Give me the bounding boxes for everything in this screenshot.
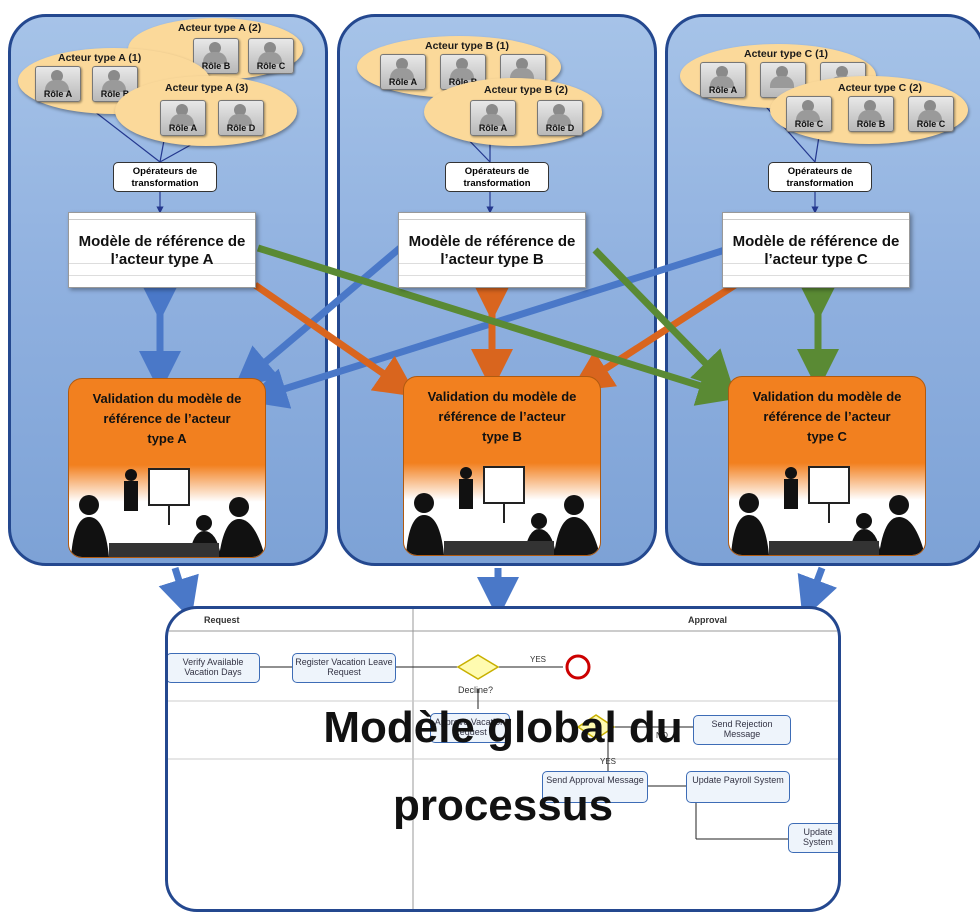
task-approve: Approve Vacation Request (430, 713, 510, 743)
role-card: Rôle A (35, 66, 81, 102)
reference-model-b: Modèle de référence de l’acteur type B (398, 212, 586, 288)
reference-model-label: Modèle de référence de l’acteur type B (408, 233, 576, 268)
role-card: Rôle C (248, 38, 294, 74)
actor-title: Acteur type A (2) (178, 22, 262, 34)
yes-label-1: YES (530, 655, 547, 664)
meeting-scene-image (729, 463, 925, 555)
validation-block-c: Validation du modèle de référence de l’a… (728, 376, 926, 556)
role-card: Rôle A (700, 62, 746, 98)
role-card: Rôle C (908, 96, 954, 132)
global-model-title-line2: processus (392, 781, 614, 830)
actor-title: Acteur type B (2) (484, 84, 569, 96)
meeting-scene-image (69, 465, 265, 557)
role-card: Rôle A (160, 100, 206, 136)
actor-title: Acteur type C (2) (838, 82, 923, 94)
task-register: Register Vacation Leave Request (292, 653, 396, 683)
global-process-model: Request Approval Verify Available Vacati… (165, 606, 841, 912)
validation-block-a: Validation du modèle de référence de l’a… (68, 378, 266, 558)
actor-group-a3: Acteur type A (3) (115, 76, 297, 146)
yes-label-2: YES (600, 757, 617, 766)
no-label: NO (656, 731, 668, 740)
task-send-rejection: Send Rejection Message (693, 715, 791, 745)
task-send-approval: Send Approval Message (542, 771, 648, 803)
global-model-title-line1: Modèle global du (323, 703, 683, 752)
transformation-operators-b: Opérateurs de transformation (445, 162, 549, 192)
reference-model-a: Modèle de référence de l’acteur type A (68, 212, 256, 288)
role-card: Rôle A (380, 54, 426, 90)
actor-title: Acteur type A (3) (165, 82, 249, 94)
transformation-operators-a: Opérateurs de transformation (113, 162, 217, 192)
validation-label: Validation du modèle de référence de l’a… (427, 389, 577, 444)
task-update-system: Update System (788, 823, 838, 853)
role-card: Rôle D (537, 100, 583, 136)
bpmn-background (168, 609, 838, 909)
role-card: Rôle C (786, 96, 832, 132)
validation-block-b: Validation du modèle de référence de l’a… (403, 376, 601, 556)
lane-request-label: Request (204, 615, 240, 625)
task-verify: Verify Available Vacation Days (168, 653, 260, 683)
reference-model-c: Modèle de référence de l’acteur type C (722, 212, 910, 288)
actor-title: Acteur type C (1) (744, 48, 829, 60)
role-card: Rôle D (218, 100, 264, 136)
role-card: Rôle A (470, 100, 516, 136)
task-update-payroll: Update Payroll System (686, 771, 790, 803)
validation-label: Validation du modèle de référence de l’a… (92, 391, 242, 446)
role-card: Rôle B (848, 96, 894, 132)
reference-model-label: Modèle de référence de l’acteur type C (732, 233, 900, 268)
actor-title: Acteur type B (1) (425, 40, 510, 52)
gateway-label: Decline? (458, 685, 494, 695)
transformation-operators-c: Opérateurs de transformation (768, 162, 872, 192)
reference-model-label: Modèle de référence de l’acteur type A (78, 233, 246, 268)
validation-label: Validation du modèle de référence de l’a… (752, 389, 902, 444)
lane-approval-label: Approval (688, 615, 728, 625)
actor-title: Acteur type A (1) (58, 52, 142, 64)
meeting-scene-image (404, 463, 600, 555)
